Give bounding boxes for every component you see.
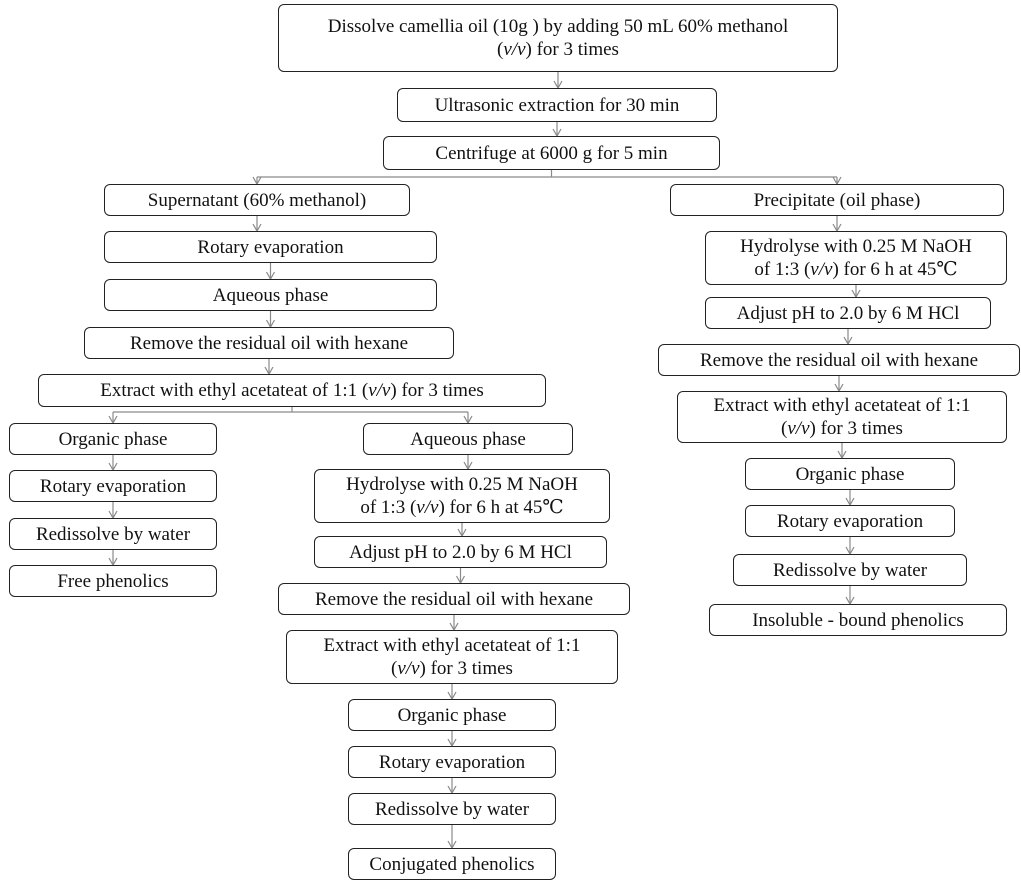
step-extract-ethyl-acetate: Extract with ethyl acetateat of 1:1 (v/v… — [38, 374, 546, 407]
step-adjust-ph-conjugated: Adjust pH to 2.0 by 6 M HCl — [314, 536, 607, 568]
step-remove-oil-hexane-conjugated: Remove the residual oil with hexane — [278, 583, 630, 615]
step-dissolve-oil-line1: Dissolve camellia oil (10g ) by adding 5… — [327, 16, 789, 37]
step-remove-oil-hexane-supernatant: Remove the residual oil with hexane — [84, 327, 454, 359]
step-redissolve-water-conjugated: Redissolve by water — [348, 793, 556, 825]
result-free-phenolics: Free phenolics — [9, 565, 217, 597]
step-rotary-evaporation-precipitate: Rotary evaporation — [745, 505, 955, 537]
step-rotary-evaporation-free: Rotary evaporation — [9, 470, 217, 502]
step-extract-ethyl-acetate-precipitate: Extract with ethyl acetateat of 1:1 (v/v… — [677, 391, 1007, 443]
step-supernatant: Supernatant (60% methanol) — [104, 184, 410, 216]
step-precipitate: Precipitate (oil phase) — [670, 184, 1004, 216]
step-adjust-ph-precipitate: Adjust pH to 2.0 by 6 M HCl — [705, 297, 991, 329]
step-centrifuge: Centrifuge at 6000 g for 5 min — [383, 136, 720, 170]
result-insoluble-bound-phenolics: Insoluble - bound phenolics — [709, 604, 1007, 636]
step-organic-phase-free: Organic phase — [9, 423, 217, 455]
step-aqueous-phase-conjugated: Aqueous phase — [363, 423, 573, 455]
step-dissolve-oil: Dissolve camellia oil (10g ) by adding 5… — [278, 4, 838, 72]
step-aqueous-phase-supernatant: Aqueous phase — [104, 279, 437, 311]
step-hydrolyse-naoh-conjugated: Hydrolyse with 0.25 M NaOH of 1:3 (v/v) … — [314, 469, 610, 523]
step-rotary-evaporation-conjugated: Rotary evaporation — [348, 746, 556, 778]
step-redissolve-water-free: Redissolve by water — [9, 518, 217, 550]
step-redissolve-water-precipitate: Redissolve by water — [733, 554, 967, 586]
step-rotary-evaporation-supernatant: Rotary evaporation — [104, 231, 437, 263]
step-remove-oil-hexane-precipitate: Remove the residual oil with hexane — [658, 344, 1020, 376]
step-extract-ethyl-acetate-conjugated: Extract with ethyl acetateat of 1:1 (v/v… — [286, 630, 618, 684]
step-ultrasonic-extraction: Ultrasonic extraction for 30 min — [397, 88, 717, 122]
step-hydrolyse-naoh-precipitate: Hydrolyse with 0.25 M NaOH of 1:3 (v/v) … — [705, 231, 1007, 285]
result-conjugated-phenolics: Conjugated phenolics — [348, 848, 556, 880]
step-organic-phase-precipitate: Organic phase — [745, 458, 955, 490]
step-organic-phase-conjugated: Organic phase — [348, 699, 556, 731]
